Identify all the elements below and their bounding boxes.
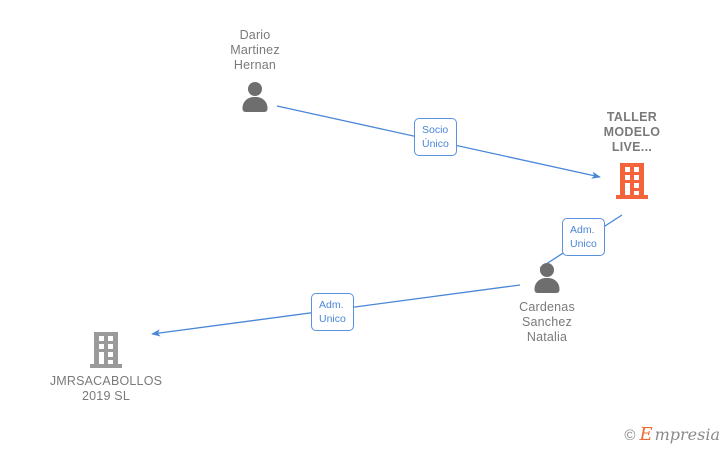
- node-company-jmrsacabollos[interactable]: JMRSACABOLLOS 2019 SL: [36, 332, 176, 404]
- building-window: [108, 360, 113, 365]
- building-window: [634, 183, 639, 188]
- building-tower: [620, 163, 644, 195]
- building-tower: [94, 332, 118, 364]
- building-window: [625, 183, 630, 188]
- building-window: [634, 191, 639, 196]
- edge-label-socio-unico[interactable]: Socio Único: [414, 118, 457, 156]
- building-base: [616, 195, 648, 199]
- brand-initial: E: [639, 424, 653, 445]
- building-door: [625, 187, 630, 195]
- building-window: [99, 352, 104, 357]
- building-window: [99, 344, 104, 349]
- building-icon: [90, 332, 122, 368]
- building-door: [99, 356, 104, 364]
- node-person-dario[interactable]: Dario Martinez Hernan: [185, 28, 325, 113]
- node-label-jmrsacabollos: JMRSACABOLLOS 2019 SL: [49, 374, 163, 403]
- node-label-taller: TALLER MODELO LIVE...: [603, 110, 661, 154]
- node-label-cardenas: Cardenas Sanchez Natalia: [519, 300, 575, 344]
- building-window: [625, 175, 630, 180]
- building-window: [108, 336, 113, 341]
- person-body: [242, 97, 268, 112]
- watermark-empresia: © E mpresia: [624, 426, 720, 444]
- building-window: [108, 352, 113, 357]
- node-company-taller[interactable]: TALLER MODELO LIVE...: [562, 110, 702, 199]
- building-window: [634, 175, 639, 180]
- node-person-cardenas[interactable]: Cardenas Sanchez Natalia: [477, 262, 617, 345]
- person-body: [534, 278, 560, 293]
- person-head: [540, 263, 554, 277]
- building-icon: [616, 163, 648, 199]
- edge-label-adm-unico-jmrsacabollos[interactable]: Adm. Unico: [311, 293, 354, 331]
- building-base: [90, 364, 122, 368]
- building-window: [634, 167, 639, 172]
- building-window: [99, 336, 104, 341]
- person-icon: [530, 262, 564, 294]
- building-window: [625, 167, 630, 172]
- brand-name: mpresia: [654, 425, 720, 444]
- person-head: [248, 82, 262, 96]
- building-window: [108, 344, 113, 349]
- person-icon: [238, 81, 272, 113]
- copyright-icon: ©: [624, 426, 636, 444]
- node-label-dario: Dario Martinez Hernan: [230, 28, 280, 72]
- edge-label-adm-unico-taller[interactable]: Adm. Unico: [562, 218, 605, 256]
